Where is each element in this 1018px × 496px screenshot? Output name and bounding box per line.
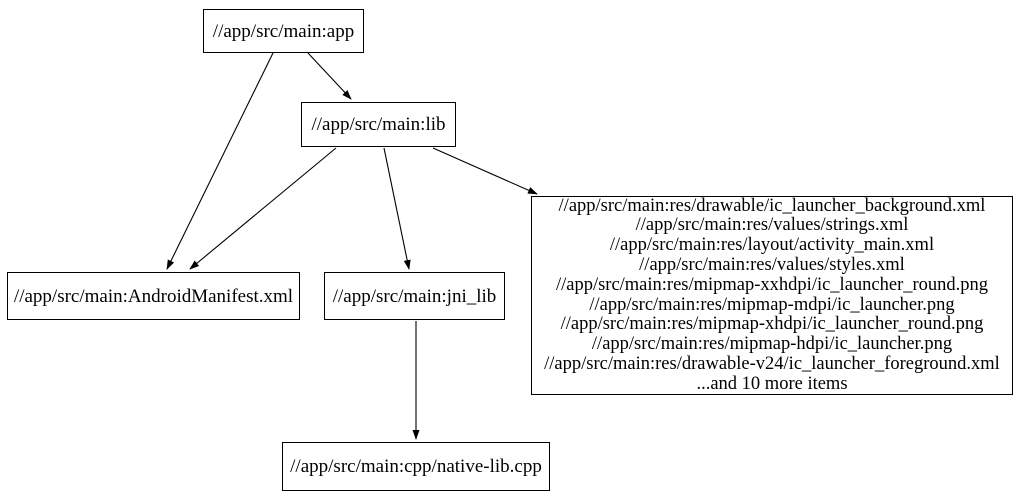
resources-more-items-line: ...and 10 more items [696,373,848,394]
edge-lib-to-jni-lib [383,147,411,270]
graph-node-lib: //app/src/main:lib [301,102,456,147]
graph-node-app-label: //app/src/main:app [212,20,355,42]
graph-node-native-lib-cpp-label: //app/src/main:cpp/native-lib.cpp [290,456,542,477]
edge-lib-to-resources [432,147,538,195]
edge-app-to-manifest [166,52,274,270]
resources-line: //app/src/main:res/mipmap-hdpi/ic_launch… [591,334,953,355]
graph-node-android-manifest: //app/src/main:AndroidManifest.xml [7,272,300,320]
resources-line: //app/src/main:res/mipmap-xhdpi/ic_launc… [560,314,984,335]
graph-node-jni-lib-label: //app/src/main:jni_lib [332,285,497,307]
graph-node-android-manifest-label: //app/src/main:AndroidManifest.xml [13,285,294,307]
graph-node-jni-lib: //app/src/main:jni_lib [324,272,505,320]
resources-line: //app/src/main:res/drawable-v24/ic_launc… [544,353,1000,374]
edge-lib-to-manifest [189,147,337,270]
graph-node-app: //app/src/main:app [203,9,364,53]
resources-line: //app/src/main:res/layout/activity_main.… [609,235,935,256]
graph-node-resources-group: //app/src/main:res/drawable/ic_launcher_… [531,196,1013,395]
resources-line: //app/src/main:res/mipmap-xxhdpi/ic_laun… [555,274,989,295]
graph-node-native-lib-cpp: //app/src/main:cpp/native-lib.cpp [282,442,550,491]
resources-line: //app/src/main:res/mipmap-mdpi/ic_launch… [589,294,955,315]
resources-line: //app/src/main:res/values/strings.xml [635,215,909,236]
edge-app-to-lib [307,52,352,100]
graph-node-lib-label: //app/src/main:lib [311,114,446,135]
resources-line: //app/src/main:res/drawable/ic_launcher_… [558,195,986,216]
resources-line: //app/src/main:res/values/styles.xml [639,254,905,275]
